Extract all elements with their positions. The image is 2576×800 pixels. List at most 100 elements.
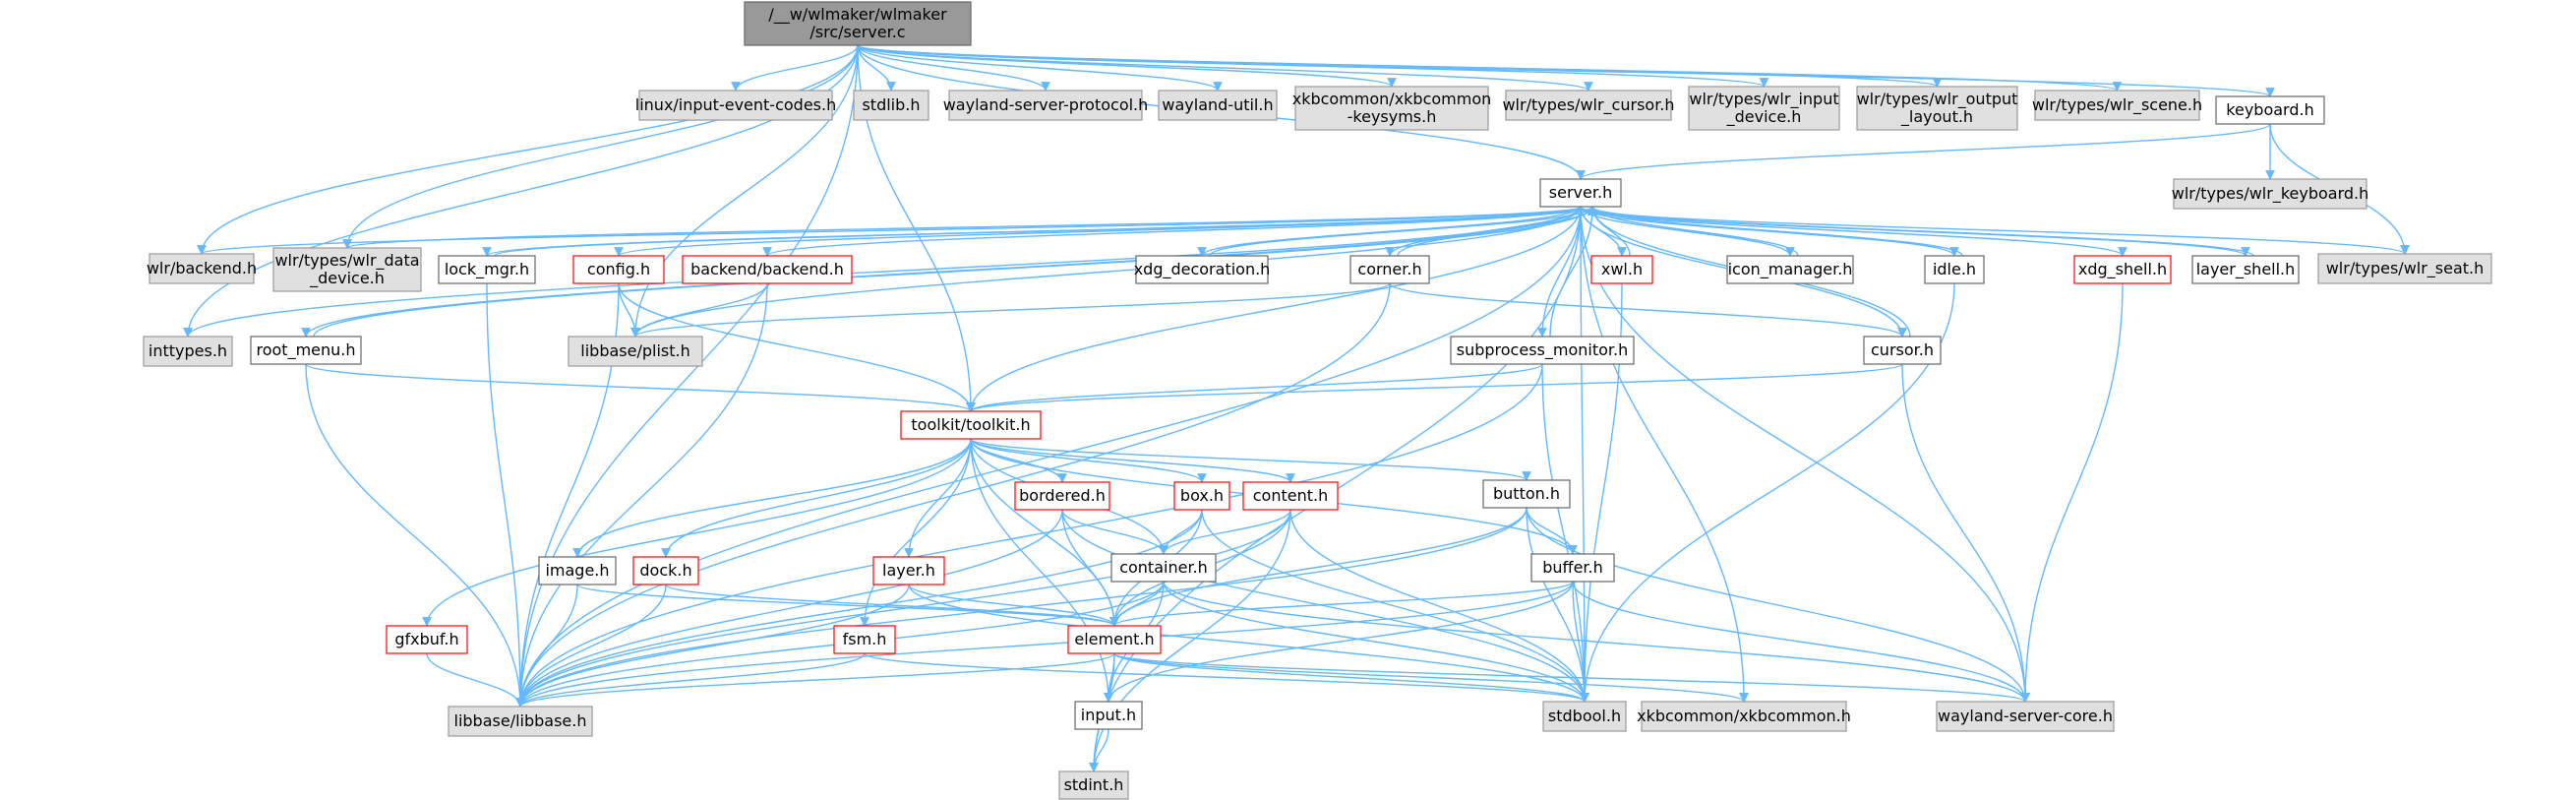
node-gfxbuf[interactable]: gfxbuf.h <box>386 625 468 654</box>
node-box <box>272 247 422 292</box>
node-icon-manager[interactable]: icon_manager.h <box>1726 255 1854 284</box>
node-label: container.h <box>1119 558 1208 577</box>
node-box <box>250 336 362 365</box>
include-edge-toolkit-to-fsm <box>860 438 972 627</box>
node-label: fsm.h <box>843 630 887 648</box>
include-edge-server-to-wlr_backend <box>197 206 1582 255</box>
include-edge-corner-to-plist <box>630 282 1391 338</box>
node-box <box>1074 701 1143 730</box>
node-box <box>948 90 1143 121</box>
node-layer-shell[interactable]: layer_shell.h <box>2191 255 2300 284</box>
node-content[interactable]: content.h <box>1242 481 1339 511</box>
node-subprocess-monitor[interactable]: subprocess_monitor.h <box>1450 336 1635 365</box>
node-label: _device.h <box>1726 107 1802 127</box>
node-box <box>682 255 853 284</box>
node-label: wlr/backend.h <box>147 259 257 277</box>
node-dock[interactable]: dock.h <box>632 556 699 585</box>
node-root[interactable]: /__w/wlmaker/wlmaker/src/server.c <box>744 1 972 46</box>
node-config[interactable]: config.h <box>572 255 665 284</box>
include-edge-buffer-to-libbase <box>515 581 1574 708</box>
node-label: xdg_shell.h <box>2078 260 2167 279</box>
node-linux-input: linux/input-event-codes.h <box>635 90 836 121</box>
include-edge-cursor-to-wl_server_core <box>1901 363 2030 703</box>
node-container[interactable]: container.h <box>1110 553 1217 583</box>
node-bordered[interactable]: bordered.h <box>1014 481 1110 511</box>
node-server[interactable]: server.h <box>1539 178 1622 208</box>
include-edge-root-to-wlr_backend <box>197 44 859 255</box>
node-xwl[interactable]: xwl.h <box>1590 255 1653 284</box>
include-edge-toolkit-to-gfxbuf <box>422 438 972 627</box>
node-label: wlr/types/wlr_data <box>274 251 419 271</box>
node-lock-mgr[interactable]: lock_mgr.h <box>438 255 536 284</box>
include-edge-layer-to-libbase <box>515 584 910 708</box>
node-label: keyboard.h <box>2226 100 2313 119</box>
include-edge-root-to-wl_server_protocol <box>857 44 1050 92</box>
node-libbase: libbase/libbase.h <box>448 706 593 737</box>
node-stdbool: stdbool.h <box>1542 701 1627 732</box>
node-toolkit[interactable]: toolkit/toolkit.h <box>900 410 1042 440</box>
node-box <box>638 90 833 121</box>
node-input[interactable]: input.h <box>1074 701 1143 730</box>
node-idle[interactable]: idle.h <box>1924 255 1985 284</box>
include-edge-content-to-container <box>1159 509 1291 555</box>
include-edge-bordered-to-libbase <box>515 509 1063 708</box>
node-cursor[interactable]: cursor.h <box>1863 336 1942 365</box>
node-box <box>572 255 665 284</box>
node-label: box.h <box>1180 486 1224 505</box>
node-label: content.h <box>1253 486 1328 505</box>
node-image[interactable]: image.h <box>538 556 617 585</box>
include-edge-config-to-toolkit <box>618 282 976 412</box>
node-label: wayland-server-protocol.h <box>943 95 1149 114</box>
node-box <box>2191 255 2300 284</box>
node-label: xdg_decoration.h <box>1134 260 1271 279</box>
include-edge-server-to-wlr_data_device <box>342 206 1582 249</box>
node-label: wlr/types/wlr_keyboard.h <box>2172 184 2369 204</box>
node-label: layer_shell.h <box>2196 260 2296 279</box>
node-box <box>833 625 896 654</box>
node-box <box>1135 255 1269 284</box>
node-box <box>1349 255 1430 284</box>
node-label: xkbcommon/xkbcommon.h <box>1637 707 1851 725</box>
node-box[interactable]: box.h <box>1173 481 1230 511</box>
include-edge-keyboard-to-server <box>1576 123 2271 180</box>
node-keyboard[interactable]: keyboard.h <box>2215 95 2325 125</box>
node-layer[interactable]: layer.h <box>872 556 945 585</box>
include-edge-bordered-to-stdbool <box>1061 509 1589 703</box>
node-element[interactable]: element.h <box>1067 625 1162 654</box>
include-edge-toolkit-to-button <box>970 438 1531 481</box>
node-fsm[interactable]: fsm.h <box>833 625 896 654</box>
include-edge-element-to-xkbcommon <box>1113 652 1749 703</box>
include-edge-box-to-stdbool <box>1201 509 1589 703</box>
node-box <box>853 90 929 121</box>
node-xdg-shell[interactable]: xdg_shell.h <box>2073 255 2172 284</box>
include-edge-server-to-stdbool <box>1580 206 1589 703</box>
node-label: lock_mgr.h <box>445 260 529 279</box>
include-edge-bordered-to-container <box>1061 509 1168 555</box>
node-label: element.h <box>1074 630 1154 648</box>
node-corner[interactable]: corner.h <box>1349 255 1430 284</box>
node-label: toolkit/toolkit.h <box>911 415 1030 434</box>
node-xdg-decoration[interactable]: xdg_decoration.h <box>1134 255 1271 284</box>
node-label: -keysyms.h <box>1348 107 1437 126</box>
node-label: dock.h <box>639 561 691 580</box>
node-root-menu[interactable]: root_menu.h <box>250 336 362 365</box>
node-label: server.h <box>1549 183 1612 202</box>
node-box <box>1067 625 1162 654</box>
node-plist: libbase/plist.h <box>568 336 703 367</box>
include-edge-dock-to-libbase <box>515 584 667 708</box>
node-stdlib: stdlib.h <box>853 90 929 121</box>
include-edge-subprocess_monitor-to-toolkit <box>966 363 1543 412</box>
node-buffer[interactable]: buffer.h <box>1530 553 1615 583</box>
node-label: backend/backend.h <box>690 260 844 278</box>
node-button[interactable]: button.h <box>1482 479 1571 509</box>
node-label: wlr/types/wlr_cursor.h <box>1502 95 1674 115</box>
node-backend[interactable]: backend/backend.h <box>682 255 853 284</box>
node-stdint: stdint.h <box>1058 770 1129 800</box>
node-box <box>632 556 699 585</box>
include-edge-toolkit-to-content <box>970 438 1295 483</box>
node-label: xwl.h <box>1601 260 1643 278</box>
include-edge-fsm-to-stdbool <box>864 652 1589 703</box>
include-edge-server-to-inttypes <box>183 206 1582 338</box>
include-edge-backend-to-plist <box>630 282 768 338</box>
